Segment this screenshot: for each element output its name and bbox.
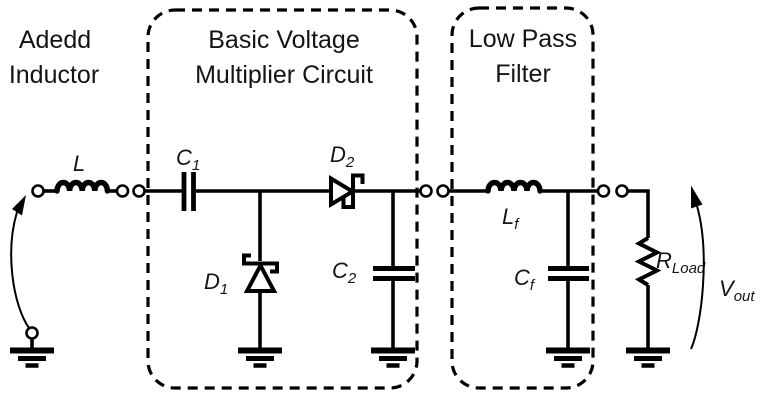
diode-cathode-bar: [341, 173, 365, 209]
diode-D2: D2: [329, 142, 365, 209]
low-pass-filter-title-line1: Low Pass: [469, 25, 577, 53]
inductor-L-label: L: [73, 151, 85, 176]
capacitor-Cf-label: Cf: [514, 265, 536, 294]
resistor-RLoad: RLoad: [634, 236, 706, 349]
resistor-RLoad-label: RLoad: [656, 248, 706, 277]
inductor-Lf-label: Lf: [502, 204, 520, 233]
resistor-zigzag: [634, 236, 662, 287]
input-arrowhead-icon: [12, 195, 26, 216]
low-pass-filter-dashed-box: [450, 6, 595, 390]
diode-triangle: [329, 174, 357, 209]
voltage-multiplier-dashed-box: [146, 8, 419, 390]
capacitor-C2-label: C2: [332, 258, 357, 287]
ground-icon: [546, 347, 590, 368]
terminal-node: [436, 184, 450, 198]
section-low-pass-filter: Low Pass Filter: [450, 6, 595, 390]
voltage-multiplier-title-line1: Basic Voltage: [208, 26, 360, 54]
wire-segment: [627, 189, 650, 238]
terminal-node: [31, 184, 45, 198]
section-voltage-multiplier: Basic Voltage Multiplier Circuit: [146, 8, 419, 390]
vout-arrowhead-icon: [691, 185, 703, 209]
input-source-annotation: [10, 195, 34, 349]
added-inductor-title-line1: Adedd: [19, 26, 91, 54]
ground-icon: [10, 347, 54, 368]
output-voltage-annotation: Vout: [690, 185, 755, 350]
diode-triangle: [243, 261, 278, 293]
vout-label: Vout: [719, 276, 755, 305]
ground-symbols: [10, 347, 670, 368]
diode-D2-label: D2: [330, 142, 355, 171]
diode-D1-label: D1: [204, 269, 228, 298]
terminal-node: [25, 326, 39, 340]
terminal-node: [115, 184, 130, 198]
inductor-L: L: [54, 151, 111, 194]
capacitor-Cf: Cf: [514, 191, 589, 349]
inductor-Lf: Lf: [485, 179, 543, 233]
input-arc: [10, 211, 30, 329]
capacitor-C1: C1: [176, 145, 200, 211]
ground-icon: [371, 347, 415, 368]
section-added-inductor: Adedd Inductor: [9, 26, 99, 89]
diode-D1: D1: [204, 191, 279, 349]
main-rail-wires: [44, 189, 650, 238]
terminal-node: [132, 184, 146, 198]
inductor-coil: [54, 179, 111, 194]
terminals: [25, 184, 629, 340]
vout-arc: [690, 205, 705, 350]
capacitor-C1-label: C1: [176, 145, 200, 174]
terminal-node: [615, 184, 629, 198]
capacitor-C2: C2: [332, 191, 415, 349]
ground-icon: [626, 347, 670, 368]
low-pass-filter-title-line2: Filter: [495, 60, 551, 88]
voltage-multiplier-title-line2: Multiplier Circuit: [195, 61, 373, 89]
terminal-node: [596, 184, 611, 198]
terminal-node: [419, 184, 433, 198]
inductor-coil: [485, 179, 543, 194]
added-inductor-title-line2: Inductor: [9, 61, 99, 89]
ground-icon: [238, 347, 282, 368]
